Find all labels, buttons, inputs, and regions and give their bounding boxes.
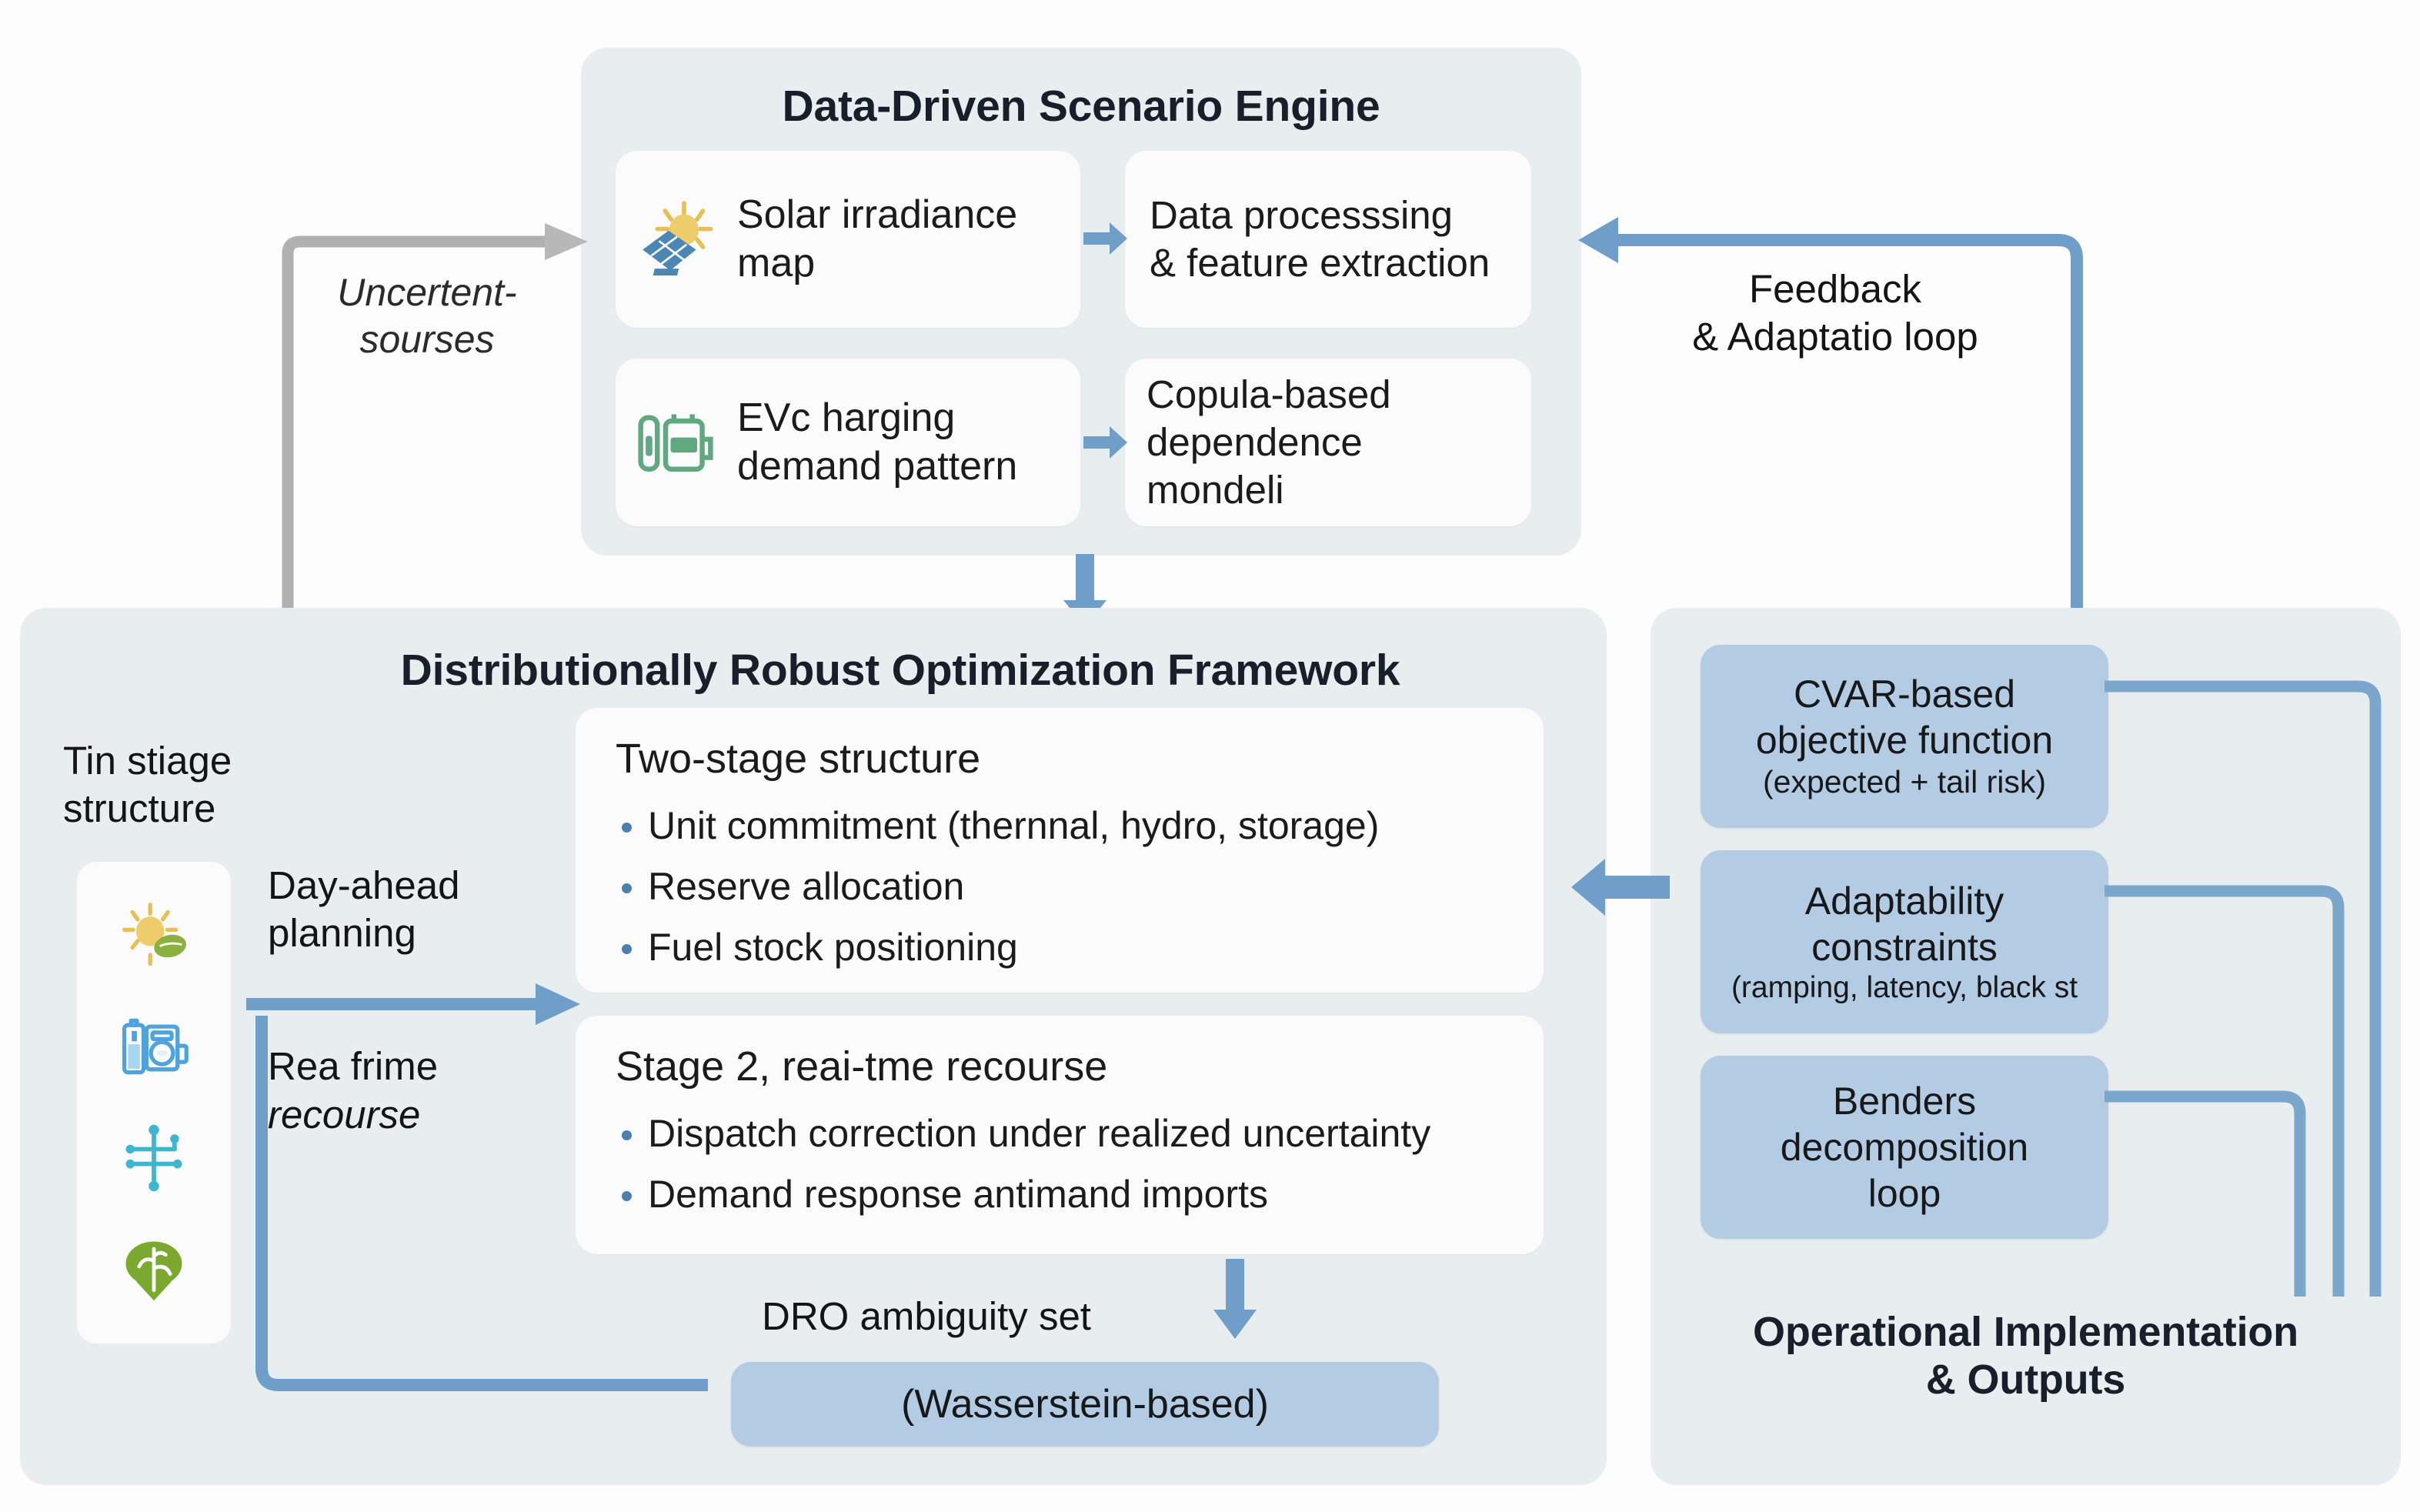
arrow-solar-to-processing: [1083, 222, 1127, 255]
arrow-ev-to-copula: [1083, 426, 1127, 459]
label-real-time-line2: recourse: [268, 1093, 421, 1137]
stage2-bullet-0: Dispatch correction under realized uncer…: [616, 1111, 1504, 1156]
stage2-bullet-1: Demand response antimand imports: [616, 1172, 1504, 1217]
box-adaptability-sub: (ramping, latency, black st: [1731, 970, 2078, 1004]
stage1-bullet-1: Reserve allocation: [616, 864, 1504, 909]
sun-leaf-renewable-icon: [117, 900, 191, 974]
stage1-bullet-0: Unit commitment (thernnal, hydro, storag…: [616, 803, 1504, 848]
arrow-to-wasserstein-box: [1213, 1259, 1257, 1339]
card-stage1-two-stage-structure[interactable]: Two-stage structure Unit commitment (the…: [576, 708, 1544, 993]
box-adaptability-main: Adaptability constraints: [1804, 879, 2004, 969]
box-wasserstein-label: (Wasserstein-based): [901, 1381, 1269, 1427]
box-cvar-main: CVAR-based objective function: [1755, 673, 2054, 763]
card-solar-irradiance-label: Solar irradiance map: [737, 192, 1018, 285]
arrow-day-ahead-to-stage1: [246, 983, 580, 1025]
label-uncertain-sources: Uncertent- sourses: [337, 271, 517, 361]
box-benders-decomposition[interactable]: Benders decomposition loop: [1701, 1056, 2108, 1239]
card-solar-irradiance[interactable]: Solar irradiance map: [616, 151, 1080, 328]
connector-lines-operational-outputs: [2105, 680, 2382, 1297]
card-ev-charging[interactable]: EVc harging demand pattern: [616, 359, 1080, 526]
battery-storage-icon: [117, 1010, 191, 1084]
box-benders-main: Benders decomposition loop: [1780, 1080, 2029, 1215]
label-dro-ambiguity-set: DRO ambiguity set: [762, 1294, 1091, 1338]
green-tree-location-icon: [117, 1231, 191, 1305]
arrow-feedback-loop: [1578, 217, 2083, 631]
arrow-operational-to-dro: [1571, 859, 1670, 916]
ev-charger-icon: [634, 399, 720, 486]
dro-framework-title: Distributionally Robust Optimization Fra…: [400, 646, 1400, 695]
energy-source-icon-rail: [77, 862, 231, 1343]
box-adaptability-constraints[interactable]: Adaptability constraints (ramping, laten…: [1701, 850, 2108, 1033]
card-data-processing[interactable]: Data processsing & feature extraction: [1125, 151, 1531, 328]
box-wasserstein-ambiguity-set[interactable]: (Wasserstein-based): [731, 1362, 1439, 1447]
card-copula-model-label: Copula-based dependence mondeli: [1147, 372, 1391, 512]
arrow-recourse-return-path: [255, 1016, 708, 1391]
scenario-engine-title: Data-Driven Scenario Engine: [782, 82, 1380, 131]
card-data-processing-label: Data processsing & feature extraction: [1150, 192, 1490, 285]
arrow-uncertain-sources: [282, 223, 588, 639]
label-feedback-loop: Feedback & Adaptatio loop: [1692, 267, 1978, 359]
solar-panel-icon: [634, 196, 720, 282]
card-stage2-realtime-recourse[interactable]: Stage 2, reai-tme recourse Dispatch corr…: [576, 1016, 1544, 1254]
card-ev-charging-label: EVc harging demand pattern: [737, 395, 1018, 489]
stage1-heading: Two-stage structure: [616, 736, 981, 782]
stage2-bullet-list: Dispatch correction under realized uncer…: [616, 1111, 1504, 1217]
card-copula-model[interactable]: Copula-based dependence mondeli: [1125, 359, 1531, 526]
label-day-ahead-planning: Day-ahead planning: [268, 863, 460, 956]
box-cvar-sub: (expected + tail risk): [1763, 764, 2046, 800]
grid-network-icon: [117, 1121, 191, 1195]
label-real-time-line1: Rea frime: [268, 1044, 439, 1088]
operational-implementation-title: Operational Implementation & Outputs: [1753, 1309, 2298, 1403]
box-cvar-objective[interactable]: CVAR-based objective function (expected …: [1701, 645, 2108, 828]
stage2-heading: Stage 2, reai-tme recourse: [616, 1043, 1108, 1090]
stage1-bullet-list: Unit commitment (thernnal, hydro, storag…: [616, 803, 1504, 970]
stage1-bullet-2: Fuel stock positioning: [616, 925, 1504, 970]
label-tin-stage-structure: Tin stiage structure: [63, 739, 232, 831]
